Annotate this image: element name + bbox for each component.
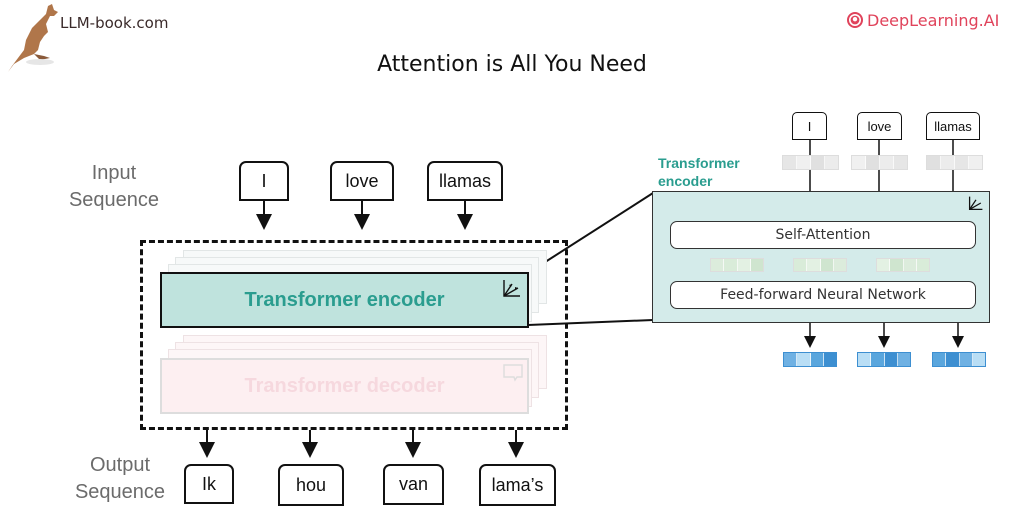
- input-sequence-label: Input Sequence: [58, 160, 170, 214]
- vector-cell: [959, 353, 973, 366]
- output-embedding-vector: [783, 352, 837, 367]
- vector-cell: [894, 156, 907, 169]
- vector-cell: [807, 259, 821, 271]
- output-token: van: [383, 464, 444, 505]
- vector-cell: [833, 259, 846, 271]
- output-token: hou: [278, 464, 344, 506]
- transformer-encoder-block[interactable]: Transformer encoder: [160, 272, 529, 328]
- vector-cell: [927, 156, 941, 169]
- vector-cell: [877, 259, 891, 271]
- decoder-chat-icon: [503, 364, 523, 382]
- vector-cell: [955, 156, 969, 169]
- output-sequence-label: Output Sequence: [64, 452, 176, 506]
- output-label-line1: Output: [89, 454, 151, 476]
- vector-cell: [946, 353, 960, 366]
- vector-cell: [797, 156, 811, 169]
- input-embedding-vector: [851, 155, 908, 170]
- detail-input-token: llamas: [926, 112, 980, 140]
- input-token: llamas: [427, 161, 503, 201]
- vector-cell: [810, 353, 824, 366]
- input-label-line1: Input: [91, 162, 137, 184]
- vector-cell: [866, 156, 880, 169]
- vector-cell: [820, 259, 834, 271]
- input-token: love: [330, 161, 394, 201]
- input-embedding-vector: [782, 155, 839, 170]
- detail-vectors-icon: [968, 195, 984, 211]
- transformer-container: [140, 240, 568, 430]
- vector-cell: [737, 259, 751, 271]
- vector-cell: [858, 353, 872, 366]
- brand-deeplearning-ai[interactable]: DeepLearning.AI: [867, 11, 1000, 30]
- transformer-decoder-block[interactable]: Transformer decoder: [160, 358, 529, 414]
- vector-cell: [972, 353, 985, 366]
- brand-llm-book[interactable]: LLM-book.com: [60, 14, 169, 32]
- vector-cell: [711, 259, 725, 271]
- vector-cell: [750, 259, 763, 271]
- output-embedding-vector: [932, 352, 986, 367]
- attention-output-vector: [710, 258, 764, 272]
- output-token: lama’s: [479, 464, 556, 506]
- encoder-vectors-icon: [502, 278, 522, 298]
- self-attention-layer[interactable]: Self-Attention: [670, 221, 976, 249]
- vector-cell: [969, 156, 982, 169]
- vector-cell: [783, 156, 797, 169]
- detail-input-token: I: [792, 112, 827, 140]
- output-token: Ik: [184, 464, 234, 504]
- output-label-line2: Sequence: [74, 481, 166, 503]
- detail-input-token: love: [857, 112, 902, 140]
- deeplearning-logo-icon: [846, 11, 864, 29]
- vector-cell: [941, 156, 955, 169]
- vector-cell: [871, 353, 885, 366]
- vector-cell: [884, 353, 898, 366]
- detail-label-line1: Transformer: [658, 155, 740, 171]
- vector-cell: [880, 156, 894, 169]
- attention-output-vector: [793, 258, 847, 272]
- input-label-line2: Sequence: [68, 189, 160, 211]
- vector-cell: [933, 353, 947, 366]
- vector-cell: [797, 353, 811, 366]
- page-title: Attention is All You Need: [377, 52, 647, 77]
- vector-cell: [852, 156, 866, 169]
- vector-cell: [903, 259, 917, 271]
- vector-cell: [897, 353, 910, 366]
- output-embedding-vector: [857, 352, 911, 367]
- vector-cell: [784, 353, 798, 366]
- detail-encoder-label: Transformer encoder: [658, 154, 740, 190]
- vector-cell: [811, 156, 825, 169]
- attention-output-vector: [876, 258, 930, 272]
- vector-cell: [794, 259, 808, 271]
- zoom-line-bottom: [527, 319, 654, 326]
- input-embedding-vector: [926, 155, 983, 170]
- detail-label-line2: encoder: [658, 173, 713, 189]
- vector-cell: [724, 259, 738, 271]
- zoom-line-top: [527, 192, 654, 274]
- vector-cell: [916, 259, 929, 271]
- vector-cell: [825, 156, 838, 169]
- feed-forward-layer[interactable]: Feed-forward Neural Network: [670, 281, 976, 309]
- vector-cell: [890, 259, 904, 271]
- vector-cell: [823, 353, 836, 366]
- input-token: I: [239, 161, 289, 201]
- kangaroo-logo-icon: [4, 2, 60, 74]
